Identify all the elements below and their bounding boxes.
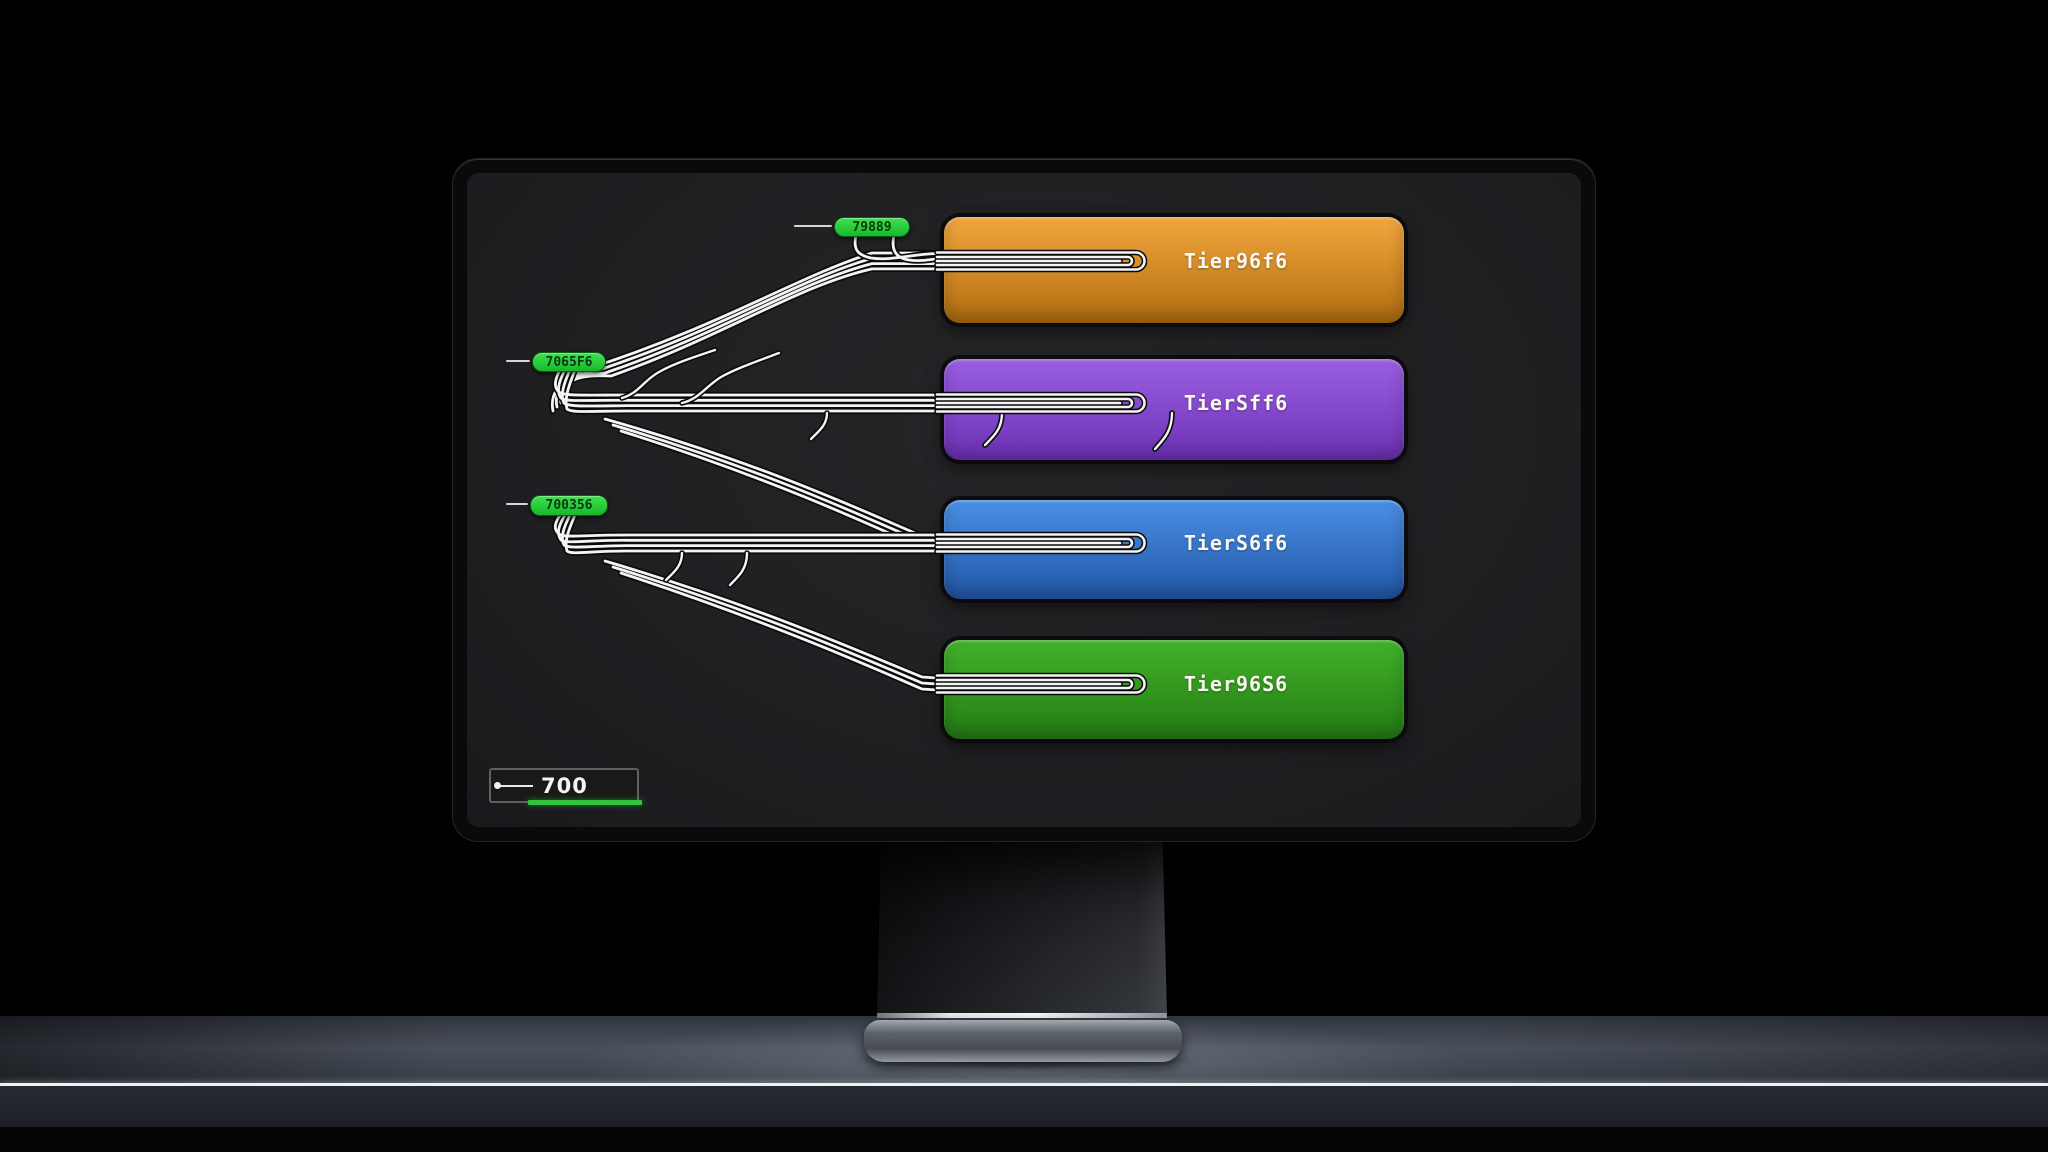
wire-branch-stubs xyxy=(619,347,1175,588)
tier-bar-label: Tier96S6 xyxy=(1183,672,1289,696)
input-active-underline xyxy=(528,800,642,805)
wire-bundle-purple xyxy=(552,366,941,415)
wire-terminator xyxy=(934,249,1148,273)
tier-bar-label: Tier96f6 xyxy=(1183,249,1289,273)
monitor-stand-neck xyxy=(877,838,1167,1018)
wire-terminator xyxy=(934,672,1148,696)
wire-canvas xyxy=(549,231,1175,696)
wire-fan-blue xyxy=(601,415,941,553)
value-input[interactable]: 700 xyxy=(489,768,642,805)
monitor: Tier96f6 TierSff6 TierS6f6 Tier96S6 7988… xyxy=(452,158,1596,842)
tier-bar-label: TierS6f6 xyxy=(1183,531,1289,555)
wire-fan-orange xyxy=(549,249,941,415)
node-editor-screen: Tier96f6 TierSff6 TierS6f6 Tier96S6 7988… xyxy=(467,173,1581,827)
node-label: 7065F6 xyxy=(545,354,593,370)
floor-shadow xyxy=(0,1127,2048,1152)
desk-front-face xyxy=(0,1086,2048,1127)
wire-terminator xyxy=(934,391,1148,415)
node-label: 700356 xyxy=(545,498,593,513)
desk-edge-highlight xyxy=(0,1083,2048,1086)
tier-bar-label: TierSff6 xyxy=(1183,391,1289,415)
wire-node1-drops xyxy=(852,231,941,264)
wire-fan-green xyxy=(601,557,941,694)
node-leader-line xyxy=(506,503,528,505)
graph-node-3[interactable]: 700356 xyxy=(530,495,608,516)
node-leader-line xyxy=(794,225,832,227)
graph-node-1[interactable]: 79889 xyxy=(834,217,910,237)
monitor-stand-base xyxy=(864,1020,1182,1062)
wire-terminator xyxy=(934,531,1148,555)
node-label: 79889 xyxy=(852,219,892,235)
node-leader-line xyxy=(506,360,530,362)
wire-bundle-blue xyxy=(552,511,941,556)
value-input-text: 700 xyxy=(541,773,588,798)
graph-node-2[interactable]: 7065F6 xyxy=(532,352,606,372)
wire-length-icon xyxy=(494,782,533,789)
